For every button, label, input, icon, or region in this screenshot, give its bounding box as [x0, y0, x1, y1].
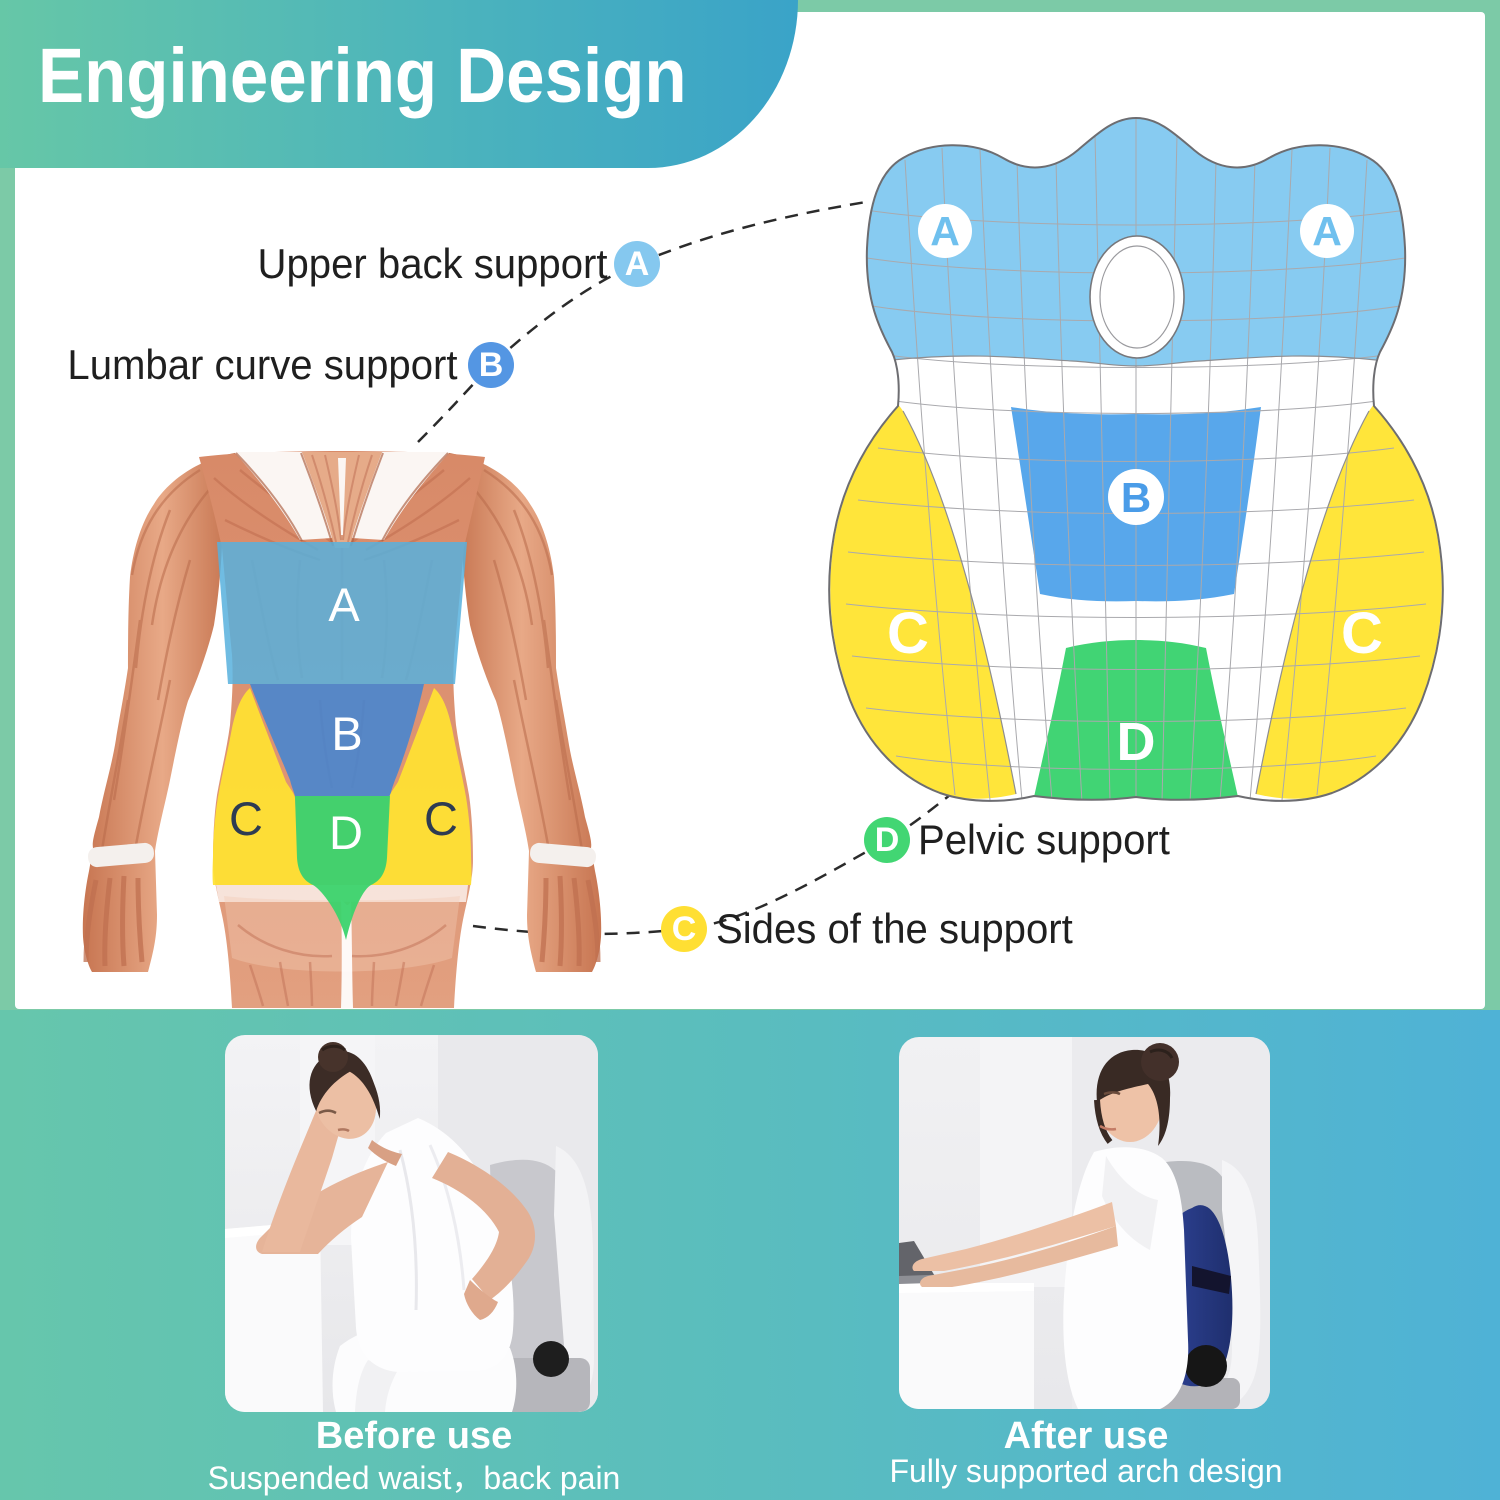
svg-text:D: D [1117, 712, 1156, 772]
svg-text:A: A [1312, 208, 1342, 254]
svg-text:A: A [328, 578, 360, 631]
svg-text:C: C [424, 792, 458, 845]
svg-text:B: B [1121, 474, 1151, 521]
svg-text:B: B [331, 707, 362, 760]
svg-text:C: C [887, 601, 929, 666]
svg-text:D: D [329, 806, 363, 859]
svg-text:C: C [229, 792, 263, 845]
svg-text:A: A [930, 208, 960, 254]
svg-text:C: C [1341, 601, 1383, 666]
